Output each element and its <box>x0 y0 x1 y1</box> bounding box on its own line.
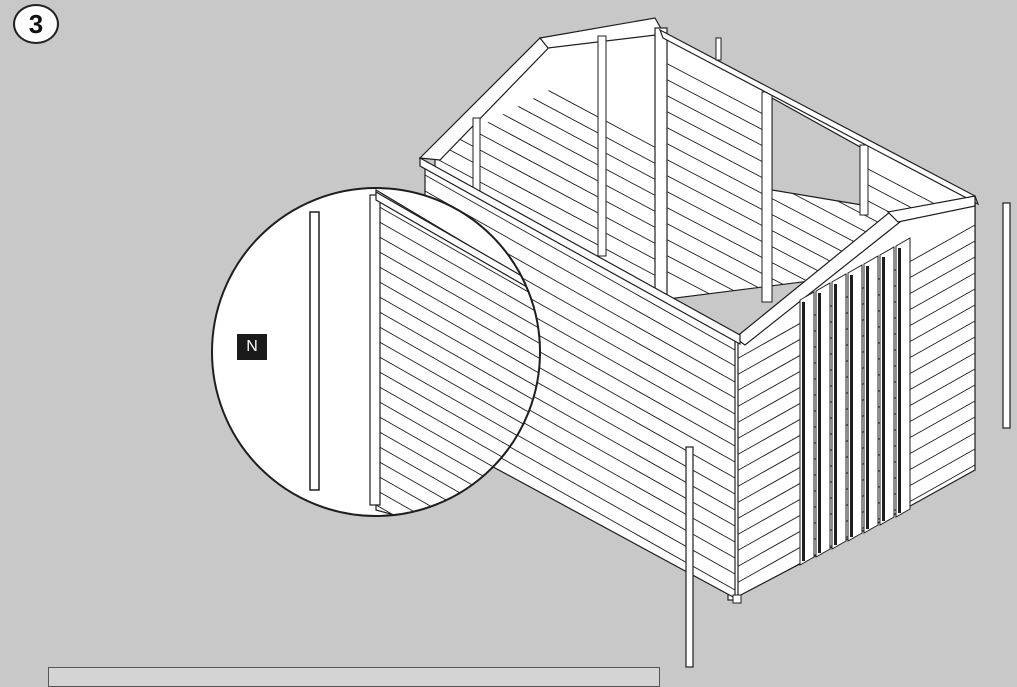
cladding-board-line <box>660 251 975 300</box>
detail-callout <box>211 187 560 625</box>
part-label-n: N <box>237 334 267 360</box>
cladding-board-line <box>375 429 540 516</box>
cladding-board-line <box>375 279 540 386</box>
door-board-gap <box>866 266 869 529</box>
step-number-badge: 3 <box>13 4 59 44</box>
door-board-gap <box>834 284 837 545</box>
trim-strip-magnified <box>309 211 320 491</box>
front-gable-wall <box>727 195 976 601</box>
cladding-board-line <box>375 474 540 516</box>
trim-strip-front <box>685 446 694 668</box>
door-board-gap <box>818 293 821 553</box>
loose-strip-top <box>715 37 722 61</box>
door-board-gap <box>898 248 901 513</box>
cladding-board-line <box>375 234 540 341</box>
gable-rafter-right <box>886 195 976 223</box>
top-plate-right <box>658 28 980 206</box>
instruction-box <box>48 667 660 687</box>
corner-post-back <box>654 27 668 301</box>
cladding-board-line <box>376 520 560 625</box>
trim-strip-right <box>1002 202 1011 429</box>
cladding-board-line <box>375 309 540 416</box>
door <box>799 237 911 566</box>
cladding-board-line <box>425 190 735 367</box>
cladding-board-line <box>375 294 540 401</box>
cladding-board-line <box>375 264 540 371</box>
top-plate-front <box>419 156 741 346</box>
cladding-board-line <box>375 219 540 326</box>
cladding-board-line <box>375 504 540 516</box>
door-board-gap <box>882 257 885 521</box>
cladding-board-line <box>375 489 540 516</box>
cladding-board-line <box>660 235 975 300</box>
cladding-board-line <box>660 219 975 300</box>
window-stud-left <box>761 91 773 303</box>
cladding-board-line <box>425 174 735 351</box>
cladding-board-line <box>660 171 975 300</box>
door-board-gap <box>850 275 853 537</box>
cladding-board-line <box>375 249 540 356</box>
door-board-gap <box>802 302 805 561</box>
stud-back <box>597 35 607 257</box>
window-stud-right <box>859 144 869 216</box>
